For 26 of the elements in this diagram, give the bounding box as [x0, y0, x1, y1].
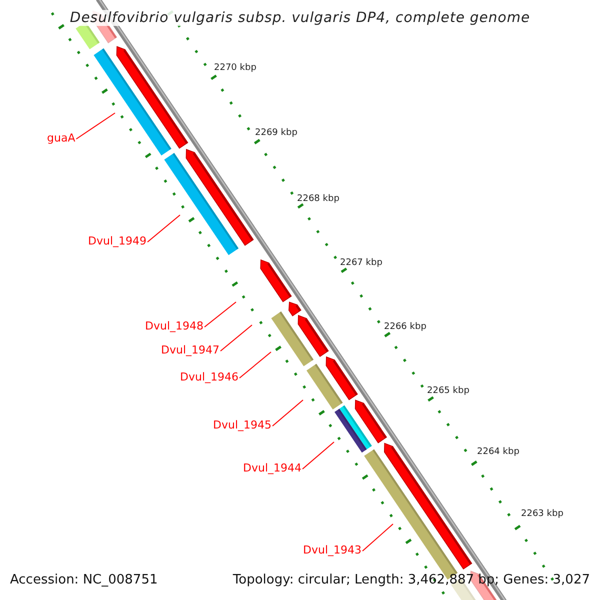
leader-line — [272, 400, 304, 426]
leader-line — [220, 324, 252, 352]
gene-label: Dvul_1947 — [161, 344, 220, 358]
gene-label: Dvul_1945 — [213, 420, 272, 432]
leader-line — [76, 112, 116, 140]
info-text: Topology: circular; Length: 3,462,887 bp; Genes: 3,027 — [232, 574, 590, 588]
gene-label: guaA — [47, 132, 76, 146]
gene-label: Dvul_1944 — [243, 462, 302, 476]
info-text: Accession: NC_008751 — [10, 574, 158, 588]
gene-label: Dvul_1943 — [303, 544, 362, 558]
gene-label: Dvul_1946 — [180, 372, 239, 384]
tick-label: 2263 kbp — [521, 508, 564, 520]
tick-label: 2267 kbp — [340, 258, 382, 268]
tick-label: 2269 kbp — [255, 128, 298, 138]
leader-line — [239, 352, 272, 378]
leader-line — [362, 524, 394, 552]
leader-line — [302, 442, 334, 470]
leader-line — [147, 214, 180, 242]
gene-label: Dvul_1948 — [145, 320, 204, 334]
tick-label: 2268 kbp — [297, 194, 340, 204]
gene-label: Dvul_1949 — [88, 236, 147, 248]
tick-label: 2270 kbp — [214, 62, 256, 74]
leader-line — [204, 302, 236, 328]
tick-label: 2265 kbp — [427, 386, 470, 396]
tick-label: 2264 kbp — [477, 446, 520, 458]
tick-label: 2266 kbp — [384, 322, 426, 332]
